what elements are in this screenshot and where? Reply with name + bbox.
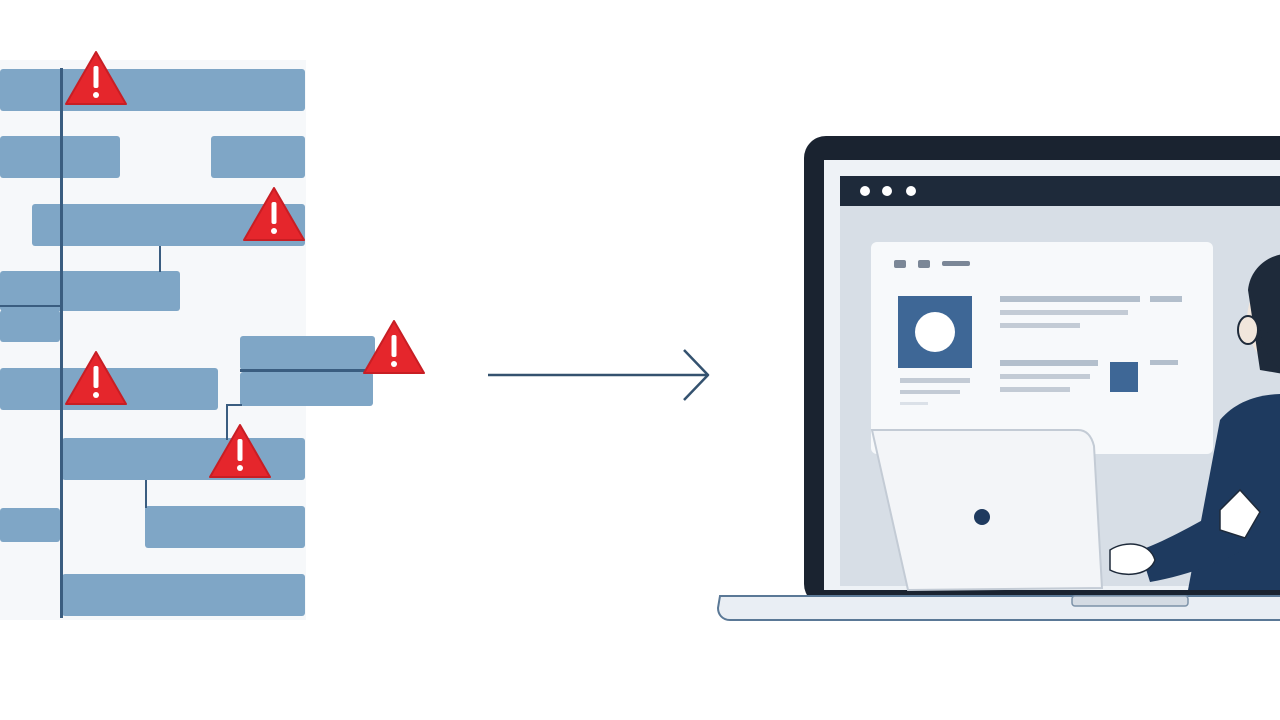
gantt-bar: [62, 574, 305, 616]
timeline-marker: [60, 68, 63, 618]
dependency-line: [226, 404, 242, 406]
dependency-line: [159, 246, 161, 272]
gantt-bar: [0, 69, 305, 111]
warning-triangle-icon: [243, 187, 305, 241]
gantt-bar: [240, 372, 373, 406]
person-illustration: [1109, 254, 1280, 590]
dependency-line: [240, 369, 375, 372]
warning-triangle-icon: [65, 51, 127, 105]
gantt-bar: [0, 310, 60, 342]
warning-triangle-icon: [65, 351, 127, 405]
warning-triangle-icon: [363, 320, 425, 374]
gantt-bar: [0, 508, 60, 542]
laptop-scene: [716, 136, 1280, 621]
dependency-line: [145, 480, 147, 508]
gantt-bar: [0, 271, 180, 311]
dependency-line: [0, 305, 62, 307]
gantt-bar: [240, 336, 375, 370]
small-laptop-icon: [870, 429, 1104, 592]
arrow-right-icon: [488, 349, 710, 401]
warning-triangle-icon: [209, 424, 271, 478]
gantt-chart: [0, 0, 440, 640]
gantt-bar: [211, 136, 305, 178]
dependency-line: [226, 404, 228, 440]
gantt-bar: [145, 506, 305, 548]
